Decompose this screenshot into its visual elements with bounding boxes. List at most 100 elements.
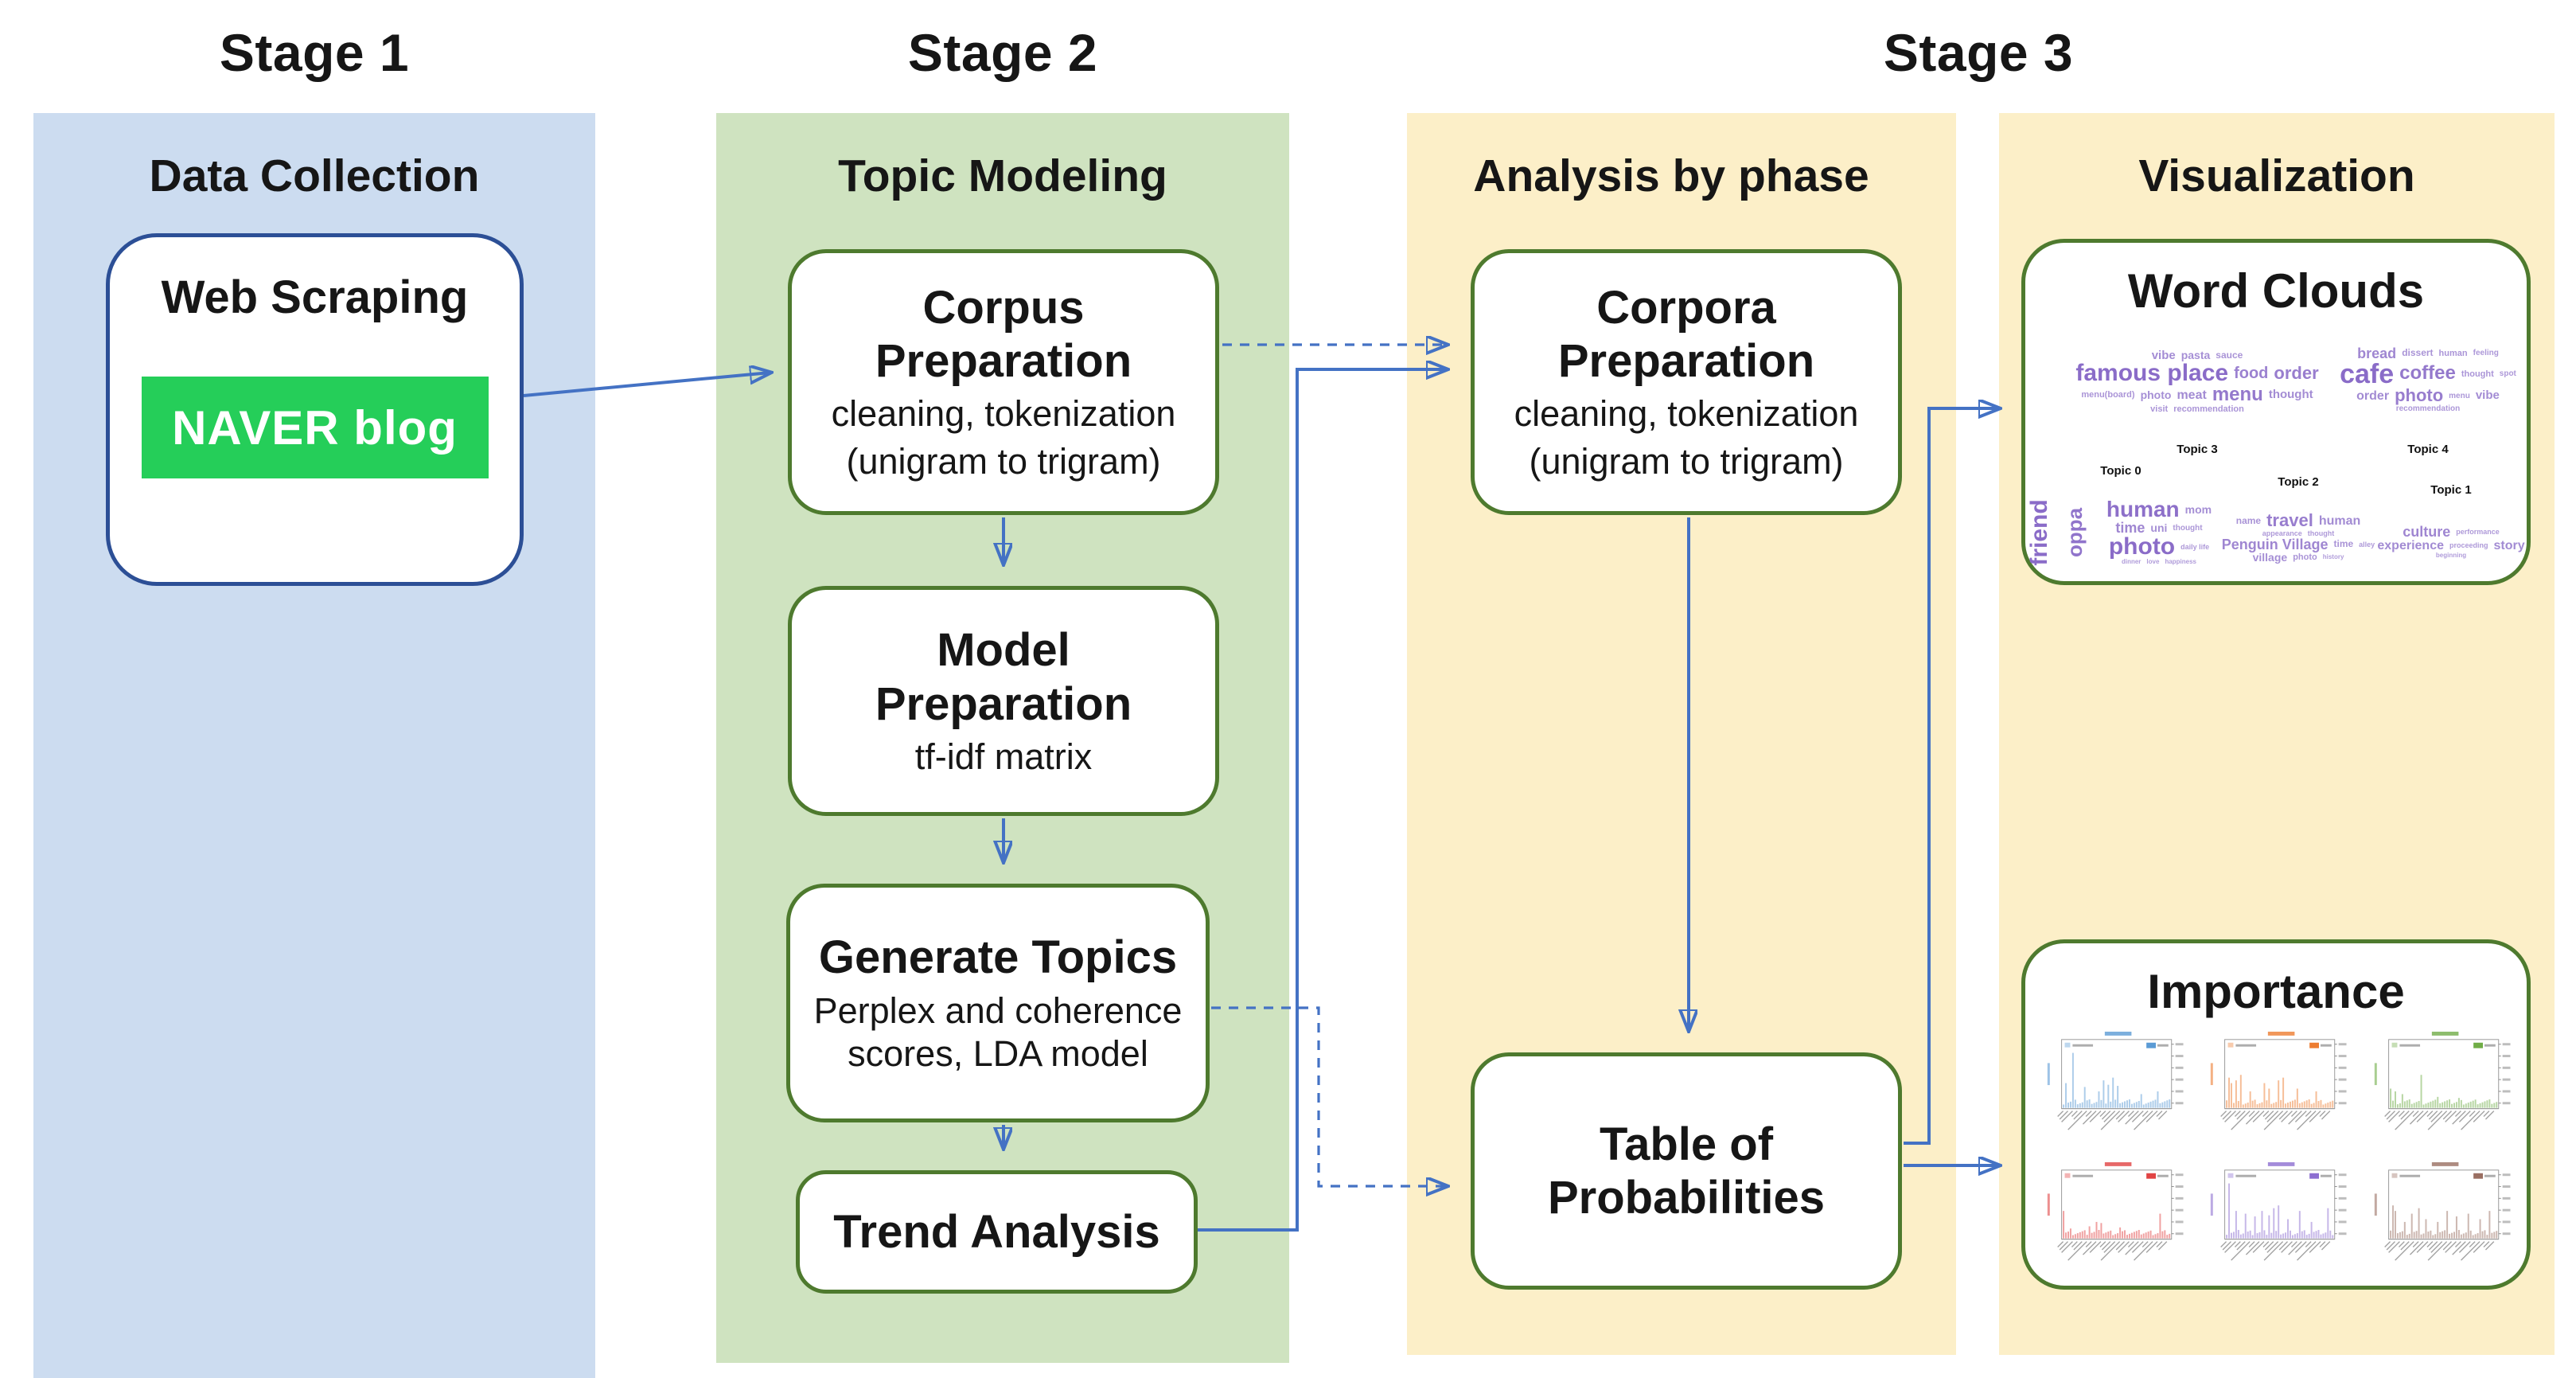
wordcloud-word: thought [2268, 388, 2313, 402]
wordcloud-word: Penguin Village [2221, 536, 2329, 552]
wordcloud-word: happiness [2165, 558, 2197, 566]
wordcloud-word: culture [2403, 523, 2451, 540]
wordcloud-word: order [2274, 363, 2319, 384]
header-analysis-by-phase: Analysis by phase [1473, 150, 1869, 201]
stage1-title: Stage 1 [219, 23, 410, 82]
importance-mini-chart [2047, 1161, 2184, 1261]
wordcloud-caption: Topic 3 [2177, 443, 2218, 456]
wordcloud-word: performance [2456, 527, 2500, 536]
header-topic-modeling: Topic Modeling [838, 150, 1167, 201]
wordcloud-word: famous place [2075, 360, 2229, 387]
node-trend-analysis: Trend Analysis [796, 1170, 1198, 1294]
node-subtitle-line1: cleaning, tokenization [831, 393, 1176, 435]
wordcloud-word: name [2235, 514, 2262, 526]
header-data-collection: Data Collection [149, 150, 480, 201]
wordcloud-word: vibe [2151, 349, 2176, 362]
wordcloud-word: experience [2377, 538, 2444, 552]
wordcloud-word: story [2493, 538, 2525, 552]
importance-chart-grid [2038, 1026, 2522, 1279]
importance-title: Importance [2147, 965, 2405, 1018]
wordcloud-word: thought [2461, 369, 2494, 379]
wordcloud-word: time [2333, 538, 2354, 550]
stage2-title: Stage 2 [907, 23, 1098, 82]
wordcloud-word: menu(board) [2081, 389, 2135, 400]
wordcloud-word: human [2106, 497, 2180, 522]
wordcloud-word: friend [2026, 498, 2052, 566]
wordcloud-word: mom [2184, 502, 2212, 516]
wordcloud-word: photo [2140, 388, 2172, 401]
wordcloud-caption: Topic 2 [2278, 475, 2319, 489]
wordcloud-word: recommendation [2173, 404, 2244, 414]
importance-mini-chart [2374, 1161, 2511, 1261]
node-title-line1: Table of [1599, 1118, 1774, 1170]
wordcloud-word: beginning [2435, 551, 2467, 559]
importance-mini-chart [2211, 1031, 2347, 1130]
node-subtitle-line2: (unigram to trigram) [846, 441, 1161, 482]
node-model-preparation: Model Preparation tf-idf matrix [788, 586, 1219, 816]
wordcloud-word: menu [2449, 391, 2470, 400]
wordcloud-word: coffee [2399, 362, 2456, 385]
wordcloud-word: sauce [2216, 349, 2243, 361]
wordcloud-word: human [2318, 513, 2361, 528]
wordcloud-word: cafe [2340, 358, 2395, 389]
wordcloud-caption: Topic 0 [2100, 464, 2141, 478]
wordcloud-word: uni [2150, 521, 2168, 534]
node-title-line1: Corpora [1596, 281, 1776, 334]
wordcloud-word: menu [2212, 383, 2263, 405]
word-clouds-title: Word Clouds [2127, 264, 2425, 318]
node-table-of-probabilities: Table of Probabilities [1471, 1052, 1902, 1290]
importance-mini-chart [2211, 1161, 2347, 1261]
wordcloud-word: recommendation [2395, 404, 2461, 413]
wordcloud-word: vibe [2475, 388, 2500, 403]
wordcloud-word: dinner [2121, 558, 2141, 566]
node-corpora-preparation: Corpora Preparation cleaning, tokenizati… [1471, 249, 1902, 515]
wordcloud-word: photo [2395, 385, 2444, 405]
node-generate-topics: Generate Topics Perplex and coherence sc… [786, 884, 1210, 1122]
naver-blog-badge: NAVER blog [141, 377, 489, 479]
node-title-line1: Corpus [922, 281, 1085, 334]
wordcloud-word: meat [2177, 388, 2207, 402]
wordcloud-word: travel [2266, 510, 2313, 531]
header-visualization: Visualization [2138, 150, 2415, 201]
wordcloud-word: dissert [2402, 347, 2434, 359]
wordcloud-word: pasta [2180, 349, 2211, 362]
wordcloud-word: village [2252, 550, 2288, 564]
node-title-line2: Preparation [875, 335, 1132, 387]
wordcloud-word: thought [2173, 523, 2203, 533]
wordcloud-words: culture performance experience proceeding st… [2377, 498, 2525, 585]
importance-mini-chart [2047, 1031, 2184, 1130]
node-subtitle-line1: Perplex and coherence [813, 990, 1183, 1031]
node-title-line2: Probabilities [1547, 1172, 1826, 1224]
wordcloud-caption: Topic 1 [2430, 483, 2472, 497]
wordcloud-word: food [2234, 365, 2269, 382]
importance-mini-chart [2374, 1031, 2511, 1130]
wordcloud-word: time [2115, 519, 2145, 536]
wordcloud-topic-1: Topic 1 culture performance experience proc… [2377, 482, 2525, 585]
node-title-line1: Generate Topics [818, 931, 1178, 984]
wordcloud-word: visit [2150, 404, 2169, 414]
wordcloud-word: oppa [2063, 507, 2087, 557]
node-importance: Importance [2021, 939, 2531, 1290]
node-title: Web Scraping [161, 271, 469, 323]
node-title-line2: Preparation [875, 677, 1132, 730]
node-subtitle-line1: tf-idf matrix [914, 736, 1093, 777]
wordcloud-word: love [2146, 558, 2160, 566]
wordcloud-word: daily life [2180, 542, 2210, 551]
wordcloud-word: proceeding [2449, 541, 2488, 549]
node-title-line1: Model [937, 624, 1070, 677]
node-subtitle-line1: cleaning, tokenization [1514, 393, 1859, 435]
wordcloud-word: bread [2357, 345, 2397, 361]
node-subtitle-line2: (unigram to trigram) [1529, 441, 1844, 482]
wordcloud-word: order [2356, 388, 2390, 403]
wordcloud-word: spot [2499, 369, 2516, 379]
wordcloud-word: feeling [2473, 349, 2499, 358]
node-title-line2: Preparation [1557, 335, 1815, 387]
